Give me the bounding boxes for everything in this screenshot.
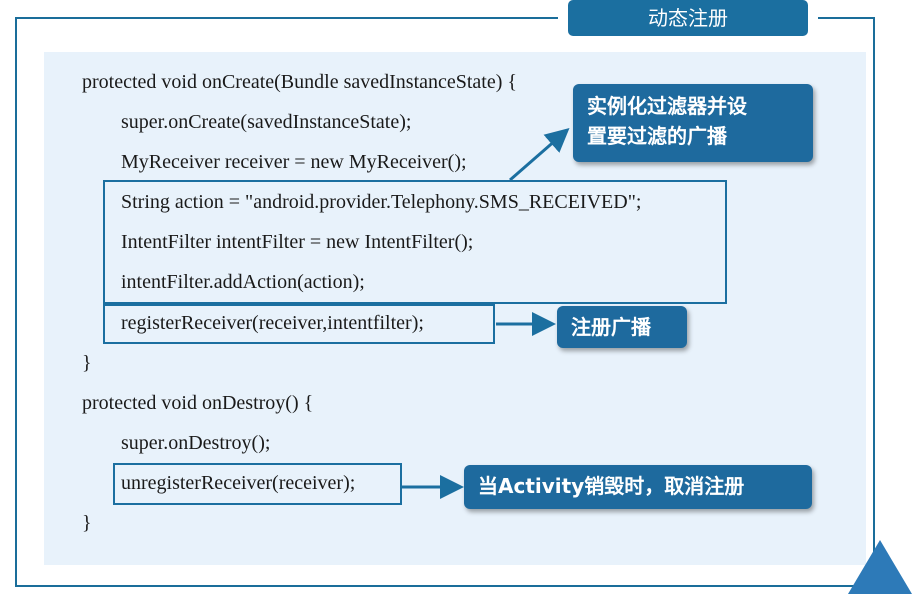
- register-highlight-box: [103, 304, 495, 344]
- code-line-ondestroy: protected void onDestroy() {: [82, 392, 314, 414]
- code-line-action: String action = "android.provider.Teleph…: [121, 191, 642, 213]
- callout-register: 注册广播: [557, 306, 687, 348]
- arrow-to-filter-callout: [509, 128, 570, 182]
- callout-filter-line2: 置要过滤的广播: [587, 124, 727, 148]
- code-line-close-ondestroy: }: [82, 512, 92, 534]
- code-line-unregister: unregisterReceiver(receiver);: [121, 472, 356, 494]
- code-line-oncreate: protected void onCreate(Bundle savedInst…: [82, 71, 517, 93]
- callout-filter-line1: 实例化过滤器并设: [587, 94, 747, 118]
- code-line-register: registerReceiver(receiver,intentfilter);: [121, 312, 424, 334]
- callout-filter: 实例化过滤器并设 置要过滤的广播: [573, 84, 813, 162]
- slide-frame: [15, 17, 875, 587]
- code-line-close-oncreate: }: [82, 352, 92, 374]
- callout-unregister: 当Activity销毁时，取消注册: [464, 465, 812, 509]
- code-line-addaction: intentFilter.addAction(action);: [121, 271, 365, 293]
- code-line-super-ondestroy: super.onDestroy();: [121, 432, 271, 454]
- filter-highlight-box: [103, 180, 727, 304]
- unregister-highlight-box: [113, 463, 402, 505]
- code-line-new-receiver: MyReceiver receiver = new MyReceiver();: [121, 151, 467, 173]
- code-line-super-oncreate: super.onCreate(savedInstanceState);: [121, 111, 412, 133]
- code-line-intentfilter: IntentFilter intentFilter = new IntentFi…: [121, 231, 474, 253]
- corner-triangle-decoration: [848, 540, 912, 594]
- slide-title: 动态注册: [568, 0, 808, 36]
